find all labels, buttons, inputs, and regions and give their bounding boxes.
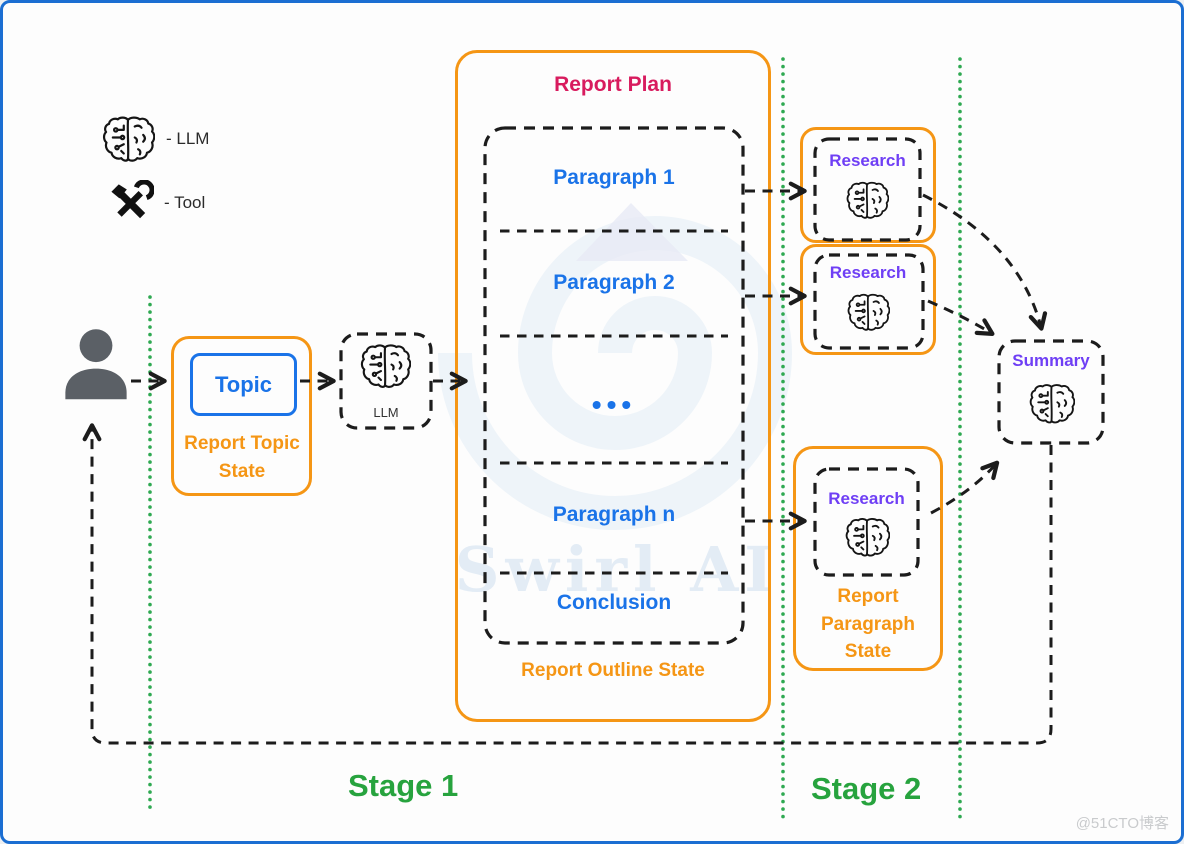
outline-item-conclusion: Conclusion xyxy=(556,591,672,614)
report-plan-box xyxy=(455,50,771,722)
tools-icon xyxy=(107,180,154,227)
stage-1-label: Stage 1 xyxy=(348,768,459,803)
llm-node-label: LLM xyxy=(373,405,399,420)
topic-box: Topic xyxy=(190,353,297,416)
research-1-label: Research xyxy=(829,151,906,170)
research-3-brain-icon xyxy=(844,515,890,561)
summary-label: Summary xyxy=(1012,351,1090,370)
outline-item-ellipsis: ••• xyxy=(591,389,637,420)
stage-2-label: Stage 2 xyxy=(811,771,922,806)
llm-brain-icon xyxy=(359,341,411,393)
legend-llm-label: - LLM xyxy=(166,129,210,148)
summary-brain-icon xyxy=(1028,381,1075,428)
report-outline-state-label: Report Outline State xyxy=(521,660,705,681)
user-icon xyxy=(61,327,131,419)
report-paragraph-state-label: Report Paragraph State xyxy=(821,586,915,663)
brain-icon xyxy=(101,113,155,167)
legend-tool-label: - Tool xyxy=(164,193,206,212)
report-plan-title: Report Plan xyxy=(554,73,672,96)
topic-label: Topic xyxy=(214,371,273,397)
report-topic-state-label: Report Topic State xyxy=(184,433,300,482)
credit-watermark: @51CTO博客 xyxy=(1075,815,1169,832)
outline-item-paragraph-n: Paragraph n xyxy=(552,503,676,526)
research-2-brain-icon xyxy=(846,291,890,335)
outline-item-paragraph-1: Paragraph 1 xyxy=(553,166,675,189)
research-2-label: Research xyxy=(829,263,907,282)
research-3-label: Research xyxy=(828,489,905,508)
outline-item-paragraph-2: Paragraph 2 xyxy=(553,271,675,294)
research-1-brain-icon xyxy=(845,179,889,223)
